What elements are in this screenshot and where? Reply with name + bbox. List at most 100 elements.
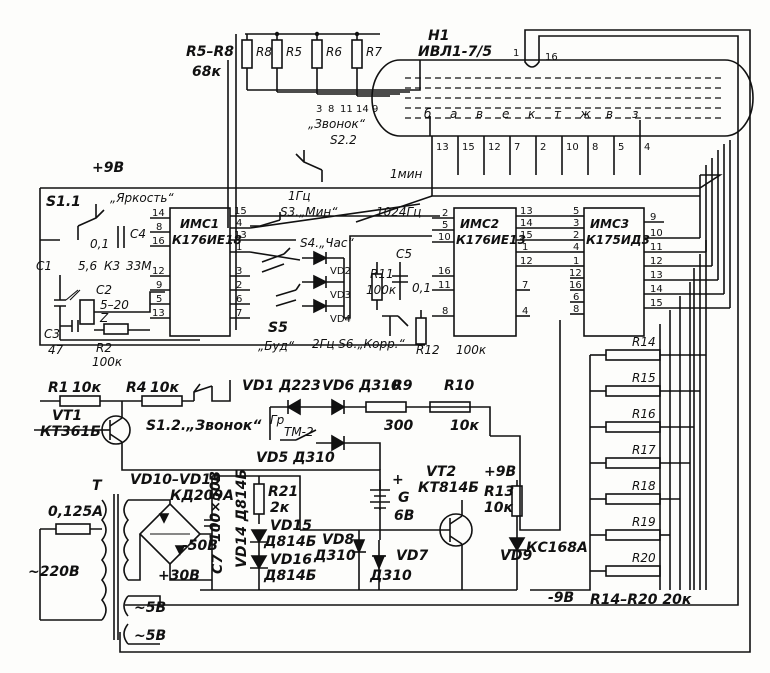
s6-label: 2Гц S6.„Корр.“: [312, 337, 405, 351]
c4-value: 0,1: [90, 237, 109, 251]
ims1-pin-r4: 3: [236, 266, 242, 277]
s22-label: S2.2: [330, 133, 357, 147]
gr-label: Гр: [270, 413, 285, 427]
ims1-pin-r1: 4: [236, 218, 242, 229]
mains-label: ~220В: [28, 564, 80, 580]
r12-label: R12: [416, 343, 440, 357]
bridge-label: VD10–VD13: [130, 472, 221, 488]
rail-plus9: [40, 174, 723, 189]
ims2-ref: ИМС2: [460, 217, 499, 231]
res-label-r6: R6: [326, 45, 342, 59]
ims3-pin-l3: 4: [573, 242, 579, 253]
tube-ref: H1: [428, 28, 449, 44]
seg-pin-3: 7: [514, 142, 520, 153]
lower-bus: [200, 529, 517, 591]
vd15-label: VD15: [270, 518, 312, 534]
vd8-type: Д310: [313, 548, 356, 564]
switch-s11[interactable]: [40, 204, 105, 241]
ladder-r16: R16: [632, 407, 656, 421]
battery-ref: G: [398, 490, 410, 506]
switch-s5[interactable]: [275, 283, 301, 307]
c1-label: C1: [36, 259, 52, 273]
switch-s12[interactable]: [193, 380, 231, 402]
tm-label: ТМ-2: [284, 425, 314, 439]
ims3-pin-r4: 13: [650, 270, 663, 281]
vd7-label: VD7: [396, 548, 428, 564]
ladder-res-r20: [590, 565, 661, 577]
c3-label: C3: [44, 327, 60, 341]
ims1-pin-r3: 1: [236, 242, 242, 253]
switch-s22[interactable]: [295, 150, 323, 182]
res-group-value: 68к: [192, 64, 221, 80]
s4-label: S4.„Час“: [300, 236, 354, 250]
ims1-left-leads: [150, 217, 170, 319]
switch-s6[interactable]: [382, 315, 409, 336]
filament-windings: [128, 595, 161, 645]
ims2-pin-l1: 5: [442, 220, 448, 231]
r21-label: R21: [268, 484, 298, 500]
ims3-pin-r5: 14: [650, 284, 663, 295]
seg-4: к: [528, 107, 536, 121]
ims2-pin-r5: 7: [522, 280, 528, 291]
diode-vd5: [316, 434, 381, 470]
ims3-pin-r6: 15: [650, 298, 663, 309]
k3-label: К3: [104, 259, 120, 273]
ims1-right-leads: [230, 215, 250, 319]
ims3-pin-l4: 1: [573, 256, 579, 267]
res-group-label: R5–R8: [186, 44, 234, 60]
ims1-pin-l5: 5: [156, 294, 162, 305]
ims2-pin-l4: 11: [438, 280, 451, 291]
capacitor-c4: [117, 226, 125, 248]
ims3-ref: ИМС3: [590, 217, 629, 231]
c5-value: 0,1: [412, 281, 431, 295]
fuse-label: 0,125А: [48, 504, 103, 520]
resistor-r9: [365, 401, 407, 413]
resistor-r11: [371, 262, 383, 310]
resistor-r10: [429, 401, 471, 413]
r13-value: 10к: [484, 500, 513, 516]
pin-8: 8: [328, 104, 334, 115]
pin-3: 3: [316, 104, 322, 115]
diode-bus: [343, 235, 432, 319]
ladder-res-r15: [590, 385, 700, 397]
resistor-r4: [141, 395, 183, 407]
vt2-type: КТ814Б: [418, 480, 479, 496]
c7-value: 100×50В: [208, 471, 224, 542]
resistor-r13: [511, 480, 523, 528]
ims1-ims2-wires: [249, 203, 440, 261]
crystal-and-caps: [54, 275, 200, 341]
ims3-to-tube-wires: [699, 140, 731, 308]
s5-label: S5: [268, 320, 288, 336]
ladder-r14: R14: [632, 335, 656, 349]
diode-vd4: [302, 298, 344, 314]
s11-label: S1.1: [46, 194, 81, 210]
seg-2: в: [476, 107, 483, 121]
vd9-label: VD9: [500, 548, 532, 564]
ladder-r19: R19: [632, 515, 656, 529]
vd14-label: VD14 Д814Б: [234, 469, 250, 568]
bell-label: „Звонок“: [308, 117, 366, 131]
r10-label: R10: [444, 378, 475, 394]
tube-pin-right: 16: [545, 52, 558, 63]
freq-1min: 1мин: [390, 167, 422, 181]
filament-wire-1: [119, 29, 751, 653]
zener-vd9: [508, 528, 526, 590]
ims2-left-leads: [432, 217, 454, 317]
ims2-pin-r1: 14: [520, 218, 533, 229]
vd9-type: КС168А: [526, 540, 588, 556]
diode-vd7: [372, 555, 386, 571]
bridge-type: КД209А: [170, 488, 234, 504]
zener-chain: [212, 475, 301, 590]
ladder-r15: R15: [632, 371, 656, 385]
r11-label: R11: [370, 267, 394, 281]
vd7-type: Д310: [369, 568, 412, 584]
bridge-rectifier: [128, 499, 212, 581]
minus50-label: -50В: [182, 538, 218, 554]
switch-s4[interactable]: [261, 247, 291, 273]
c1-value: 5,6: [78, 259, 97, 273]
thermal-switch[interactable]: [269, 407, 317, 441]
seg-0: б: [424, 107, 432, 121]
seg-pin-6: 8: [592, 142, 598, 153]
resistor-r21: [253, 476, 265, 524]
